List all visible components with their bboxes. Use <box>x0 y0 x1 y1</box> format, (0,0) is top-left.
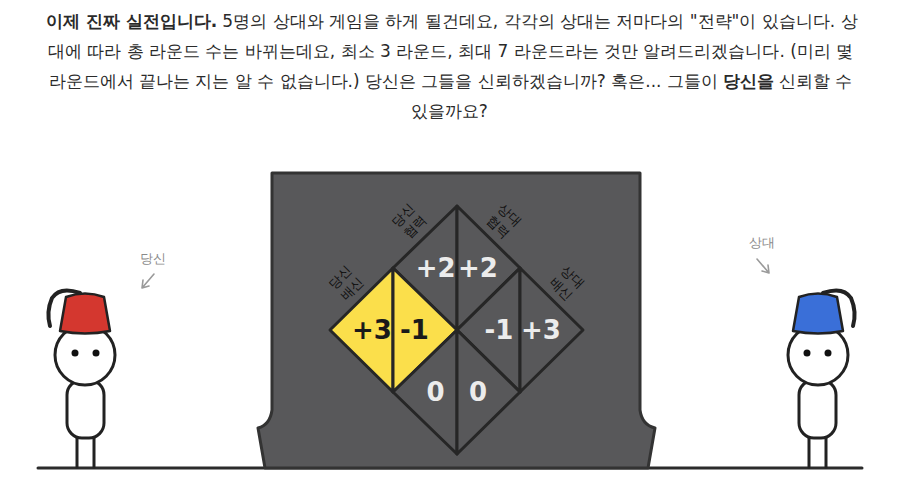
triangle-shape <box>389 326 461 458</box>
eye <box>72 350 79 357</box>
payoff-number: 0 <box>427 379 445 405</box>
triangle-shape <box>453 326 524 458</box>
eye <box>804 350 811 357</box>
payoff-number: -1 <box>485 317 514 343</box>
payoff-number: +2 <box>458 255 498 281</box>
fez-tassel <box>48 290 80 326</box>
player-figure <box>48 290 115 467</box>
red-fez <box>60 294 110 334</box>
arrow-you <box>142 274 154 288</box>
payoff-machine <box>258 173 655 468</box>
body <box>799 380 836 438</box>
blue-fez <box>793 294 843 334</box>
intro-text: 이제 진짜 실전입니다.5명의 상대와 게임을 하게 될건데요, 각각의 상대는… <box>40 6 861 126</box>
payoff-number: +3 <box>521 317 561 343</box>
emphasis-text: 이제 진짜 실전입니다. <box>46 11 217 31</box>
arrow-opponent <box>757 259 769 273</box>
fez-tassel <box>823 290 855 326</box>
payoff-number: +2 <box>416 255 456 281</box>
player-callout: 당신 <box>140 251 166 267</box>
player-callout: 상대 <box>749 235 775 251</box>
eye <box>93 350 100 357</box>
emphasis-text: 당신을 <box>723 71 774 91</box>
payoff-cell: 0 <box>453 326 524 458</box>
payoff-number: -1 <box>400 317 429 343</box>
body <box>67 380 104 438</box>
payoff-number: +3 <box>352 317 392 343</box>
opponent-figure <box>788 290 855 467</box>
triangle-outline <box>393 330 457 454</box>
eye <box>825 350 832 357</box>
payoff-cell: 0 <box>389 326 461 458</box>
payoff-number: 0 <box>469 379 487 405</box>
triangle-outline <box>457 330 520 454</box>
